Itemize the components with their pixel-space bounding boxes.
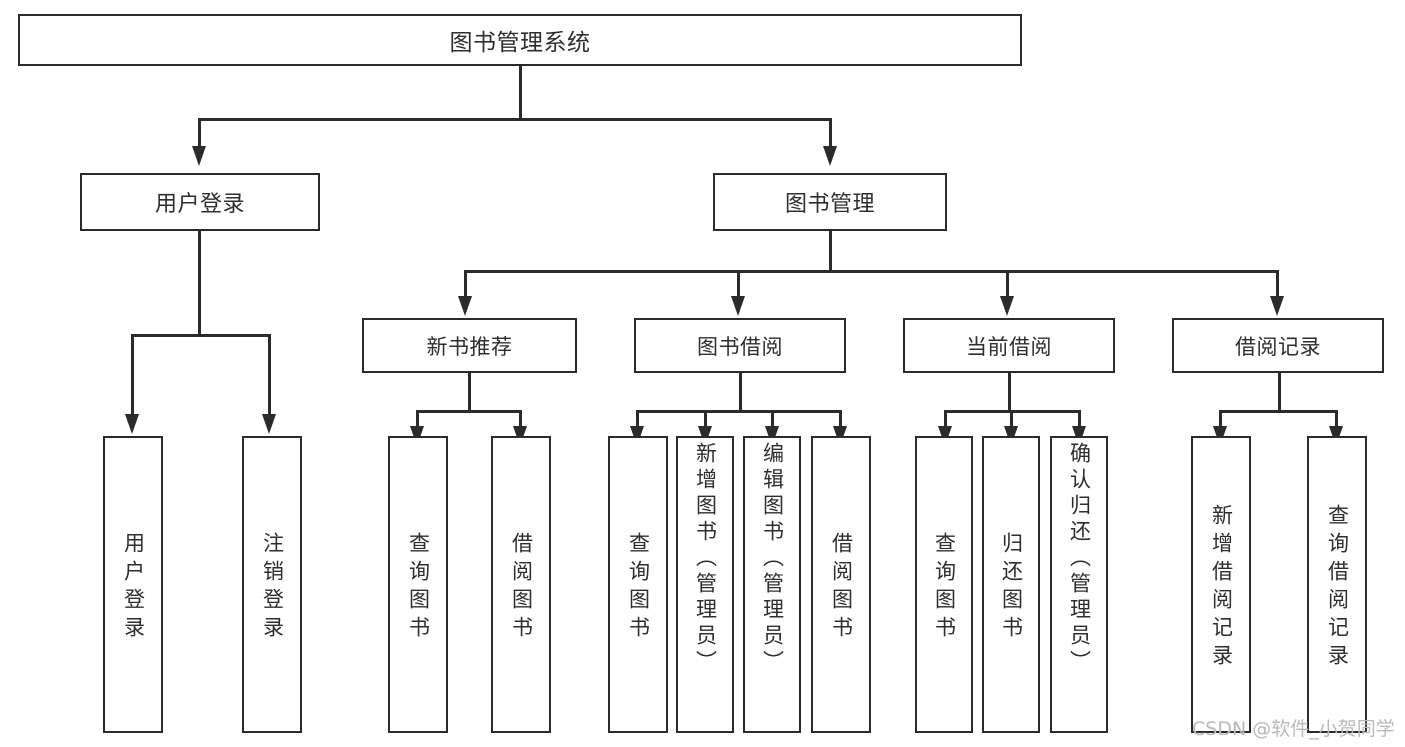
connector-book-borrow-bar [636,410,842,413]
node-new-book-recommend[interactable]: 新书推荐 [362,318,577,373]
connector-level2-bar [198,118,832,121]
connector-level3-drop-4 [1276,270,1279,298]
connector-book-borrow-drop-2 [704,410,707,428]
connector-new-book-bar [416,410,522,413]
connector-current-borrow-stem [1008,373,1011,412]
node-current-borrow[interactable]: 当前借阅 [903,318,1115,373]
connector-borrow-record-bar [1219,410,1338,413]
arrowhead-new-book-recommend [458,296,472,316]
leaf-user-login[interactable]: 用户登录 [103,436,163,733]
connector-user-login-stem [198,231,201,336]
connector-user-login-drop-2 [268,334,271,416]
leaf-query-book-recommend[interactable]: 查询图书 [388,436,448,733]
leaf-borrow-book[interactable]: 借阅图书 [811,436,871,733]
connector-book-borrow-drop-3 [771,410,774,428]
connector-borrow-record-drop-2 [1335,410,1338,428]
node-user-login[interactable]: 用户登录 [80,173,320,231]
arrowhead-book-borrow [731,296,745,316]
leaf-query-borrow-record[interactable]: 查询借阅记录 [1307,436,1367,733]
connector-borrow-record-drop-1 [1219,410,1222,428]
arrowhead-current-borrow [1000,296,1014,316]
connector-user-login-bar [131,334,270,337]
arrowhead-leaf-logout [262,414,276,434]
connector-level2-drop-user-login [198,118,201,148]
csdn-watermark: CSDN @软件_小贺同学 [1192,718,1395,740]
connector-new-book-drop-2 [519,410,522,428]
connector-level3-bar [464,270,1278,273]
connector-level3-drop-2 [737,270,740,298]
leaf-confirm-return-admin[interactable]: 确认归还（管理员） [1050,436,1108,733]
connector-book-borrow-stem [739,373,742,412]
connector-user-login-drop-1 [131,334,134,416]
connector-current-borrow-drop-2 [1010,410,1013,428]
leaf-add-book-admin[interactable]: 新增图书（管理员） [676,436,734,733]
node-borrow-record[interactable]: 借阅记录 [1172,318,1384,373]
leaf-logout[interactable]: 注销登录 [242,436,302,733]
arrowhead-book-management [823,146,837,166]
leaf-query-book-current[interactable]: 查询图书 [915,436,973,733]
connector-book-borrow-drop-1 [636,410,639,428]
node-book-management[interactable]: 图书管理 [713,173,947,231]
connector-book-borrow-drop-4 [839,410,842,428]
arrowhead-leaf-user-login [125,414,139,434]
leaf-borrow-book-recommend[interactable]: 借阅图书 [491,436,551,733]
connector-current-borrow-drop-1 [944,410,947,428]
connector-book-management-stem [829,231,832,272]
connector-new-book-stem [468,373,471,412]
connector-level3-drop-3 [1006,270,1009,298]
connector-new-book-drop-1 [416,410,419,428]
leaf-add-borrow-record[interactable]: 新增借阅记录 [1191,436,1251,733]
connector-root-stem [519,66,522,119]
connector-level2-drop-book-management [829,118,832,148]
leaf-return-book[interactable]: 归还图书 [982,436,1040,733]
arrowhead-user-login [192,146,206,166]
connector-level3-drop-1 [464,270,467,298]
arrowhead-borrow-record [1270,296,1284,316]
node-book-borrow[interactable]: 图书借阅 [634,318,846,373]
leaf-query-book-borrow[interactable]: 查询图书 [608,436,668,733]
leaf-edit-book-admin[interactable]: 编辑图书（管理员） [743,436,801,733]
connector-borrow-record-stem [1278,373,1281,412]
connector-current-borrow-drop-3 [1078,410,1081,428]
node-root-book-management-system[interactable]: 图书管理系统 [18,14,1022,66]
